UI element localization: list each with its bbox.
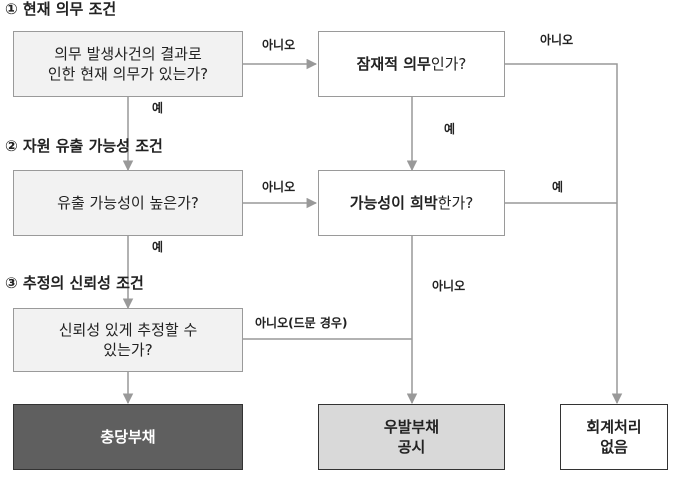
heading-outflow-probability: ② 자원 유출 가능성 조건: [5, 137, 163, 155]
question-reliable-estimate: 신뢰성 있게 추정할 수 있는가?: [13, 308, 243, 372]
outcome-contingent-liability: 우발부채 공시: [318, 404, 505, 470]
label-yes-q1: 예: [152, 101, 164, 115]
remote-rest-text: 한가?: [437, 193, 474, 212]
question-present-obligation: 의무 발생사건의 결과로 인한 현재 의무가 있는가?: [13, 31, 243, 97]
label-yes-q2: 예: [152, 240, 164, 254]
potential-bold-text: 잠재적 의무: [356, 54, 431, 73]
outcome-no-accounting: 회계처리 없음: [560, 404, 668, 470]
label-no-q1: 아니오: [262, 38, 296, 52]
question-remote-possibility: 가능성이 희박한가?: [318, 170, 505, 236]
label-yes-remote: 예: [552, 180, 564, 194]
label-yes-potential: 예: [444, 122, 456, 136]
heading-present-obligation: ① 현재 의무 조건: [5, 0, 117, 18]
label-no-rare-case: 아니오(드문 경우): [255, 316, 348, 330]
outcome-provision: 충당부채: [13, 404, 243, 470]
heading-estimate-reliability: ③ 추정의 신뢰성 조건: [5, 274, 144, 292]
label-no-remote: 아니오: [432, 279, 466, 293]
arrow-potential-to-none: [505, 63, 623, 405]
potential-rest-text: 인가?: [430, 54, 467, 73]
label-no-potential: 아니오: [540, 33, 574, 47]
question-potential-obligation: 잠재적 의무인가?: [318, 31, 505, 97]
question-outflow-probable: 유출 가능성이 높은가?: [13, 170, 243, 236]
remote-bold-text: 가능성이 희박: [349, 193, 438, 212]
label-no-q2: 아니오: [262, 180, 296, 194]
